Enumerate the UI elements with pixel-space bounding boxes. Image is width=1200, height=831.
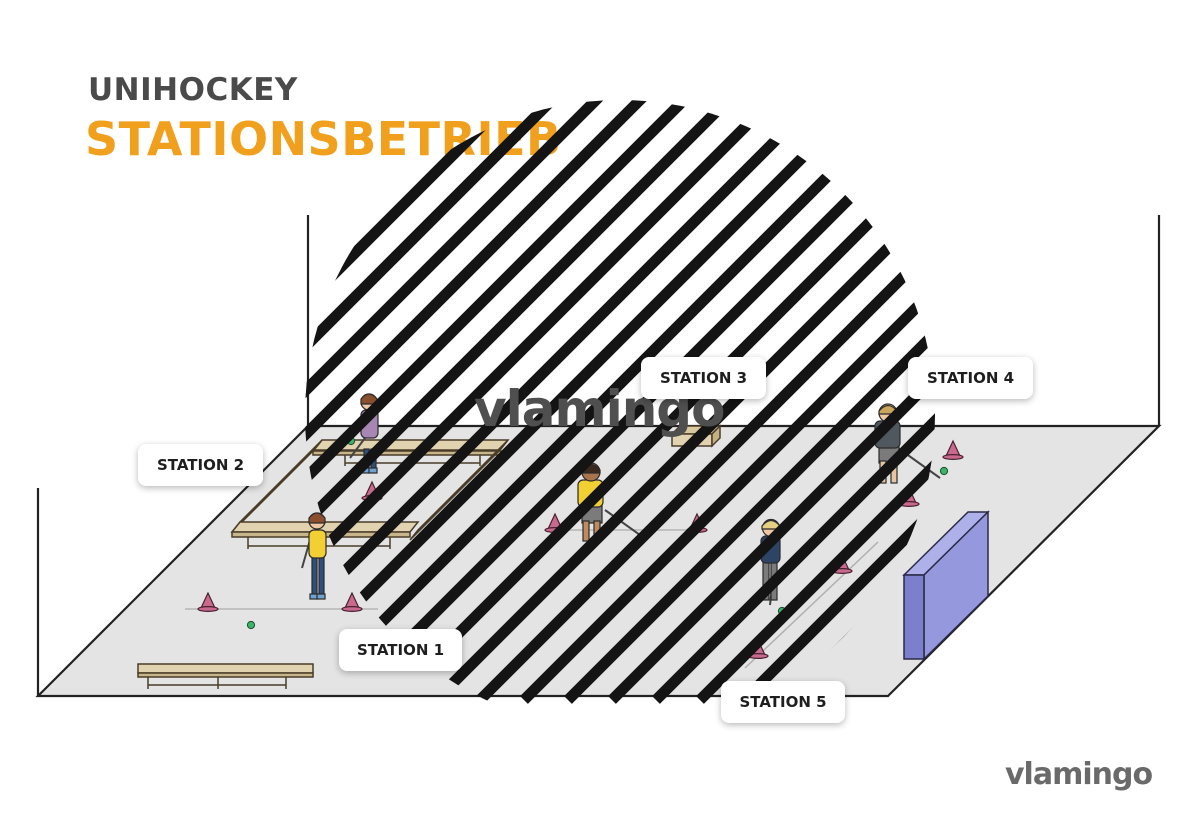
watermark-stripe: [696, 100, 935, 704]
watermark-stripe: [305, 100, 656, 704]
watermark-stripe: [388, 100, 935, 704]
cone: [942, 439, 964, 461]
cone: [197, 591, 219, 612]
watermark-stripe: [608, 100, 935, 704]
station-4-label: STATION 4: [908, 357, 1033, 399]
bench-frame: [230, 439, 510, 549]
watermark-stripe: [305, 100, 788, 704]
watermark-stripe: [305, 100, 700, 704]
watermark-stripe: [305, 100, 832, 704]
watermark-stripe: [520, 100, 935, 704]
watermark-stripe: [432, 100, 935, 704]
bench-station-1: [137, 663, 314, 689]
watermark-stripe: [305, 100, 744, 704]
station-1-label: STATION 1: [339, 629, 462, 671]
subtitle: UNIHOCKEY: [88, 72, 298, 108]
watermark-stripe: [476, 100, 935, 704]
player-station-2-front: [301, 512, 327, 600]
cone: [341, 591, 363, 612]
watermark-stripe: [564, 100, 935, 704]
station-3-label: STATION 3: [641, 357, 766, 399]
station-2-label: STATION 2: [138, 444, 263, 486]
watermark-stripe: [652, 100, 935, 704]
station-5-line: [744, 541, 879, 669]
goal: [902, 510, 990, 661]
station-5-label: STATION 5: [721, 681, 845, 723]
ball: [939, 466, 949, 476]
vlamingo-logo: vlamingo: [1005, 757, 1153, 792]
page-title: STATIONSBETRIEB: [85, 112, 562, 166]
ball: [246, 620, 256, 630]
watermark-stripe: [740, 100, 935, 704]
